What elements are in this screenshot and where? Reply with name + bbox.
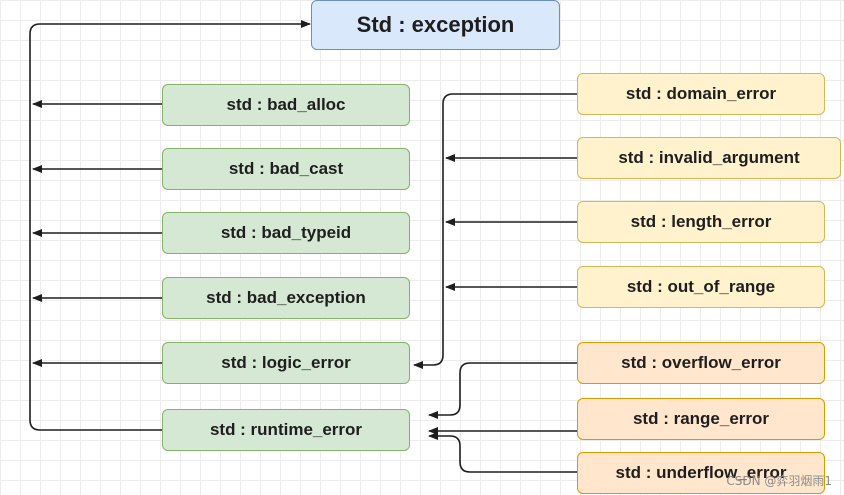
edge-to-root	[29, 20, 311, 431]
node-overflow-error[interactable]: std : overflow_error	[577, 342, 825, 384]
node-bad-cast[interactable]: std : bad_cast	[162, 148, 410, 190]
node-domain-error[interactable]: std : domain_error	[577, 73, 825, 115]
node-invalid-argument[interactable]: std : invalid_argument	[577, 137, 841, 179]
node-range-error[interactable]: std : range_error	[577, 398, 825, 440]
edge-domain-error	[413, 93, 577, 369]
edge-overflow-error	[428, 362, 577, 419]
edge-underflow-error	[428, 432, 577, 473]
node-bad-typeid[interactable]: std : bad_typeid	[162, 212, 410, 254]
node-logic-error[interactable]: std : logic_error	[162, 342, 410, 384]
node-bad-alloc[interactable]: std : bad_alloc	[162, 84, 410, 126]
node-length-error[interactable]: std : length_error	[577, 201, 825, 243]
node-bad-exception[interactable]: std : bad_exception	[162, 277, 410, 319]
node-underflow-error[interactable]: std : underflow_error	[577, 452, 825, 494]
node-runtime-error[interactable]: std : runtime_error	[162, 409, 410, 451]
node-out-of-range[interactable]: std : out_of_range	[577, 266, 825, 308]
node-std-exception[interactable]: Std : exception	[311, 0, 560, 50]
watermark: CSDN @弈羽烟雨1	[726, 474, 832, 488]
